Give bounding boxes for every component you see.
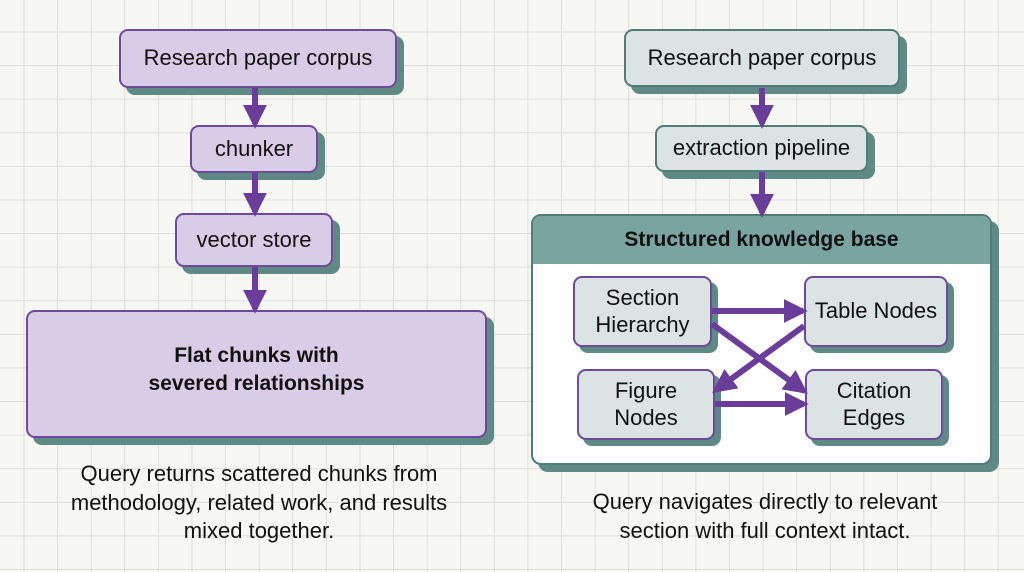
extraction-pipeline-node: extraction pipeline [655,125,868,172]
right-corpus-label: Research paper corpus [647,44,877,70]
right-caption: Query navigates directly to relevant sec… [560,488,970,545]
left-corpus-node: Research paper corpus [119,29,397,88]
left-caption-text: Query returns scattered chunks from meth… [70,461,448,543]
flat-chunks-label: Flat chunks with severed relationships [148,344,365,395]
left-caption: Query returns scattered chunks from meth… [44,460,474,546]
chunker-label: chunker [214,135,294,161]
flat-chunks-node: Flat chunks with severed relationships [26,310,487,438]
arrow-table-to-figure [712,323,806,393]
chunker-node: chunker [190,125,318,173]
section-hierarchy-node: Section Hierarchy [573,276,712,347]
citation-edges-label: Citation Edges [836,378,912,430]
left-corpus-label: Research paper corpus [143,45,373,71]
section-hierarchy-label: Section Hierarchy [595,285,690,337]
table-nodes-label: Table Nodes [814,298,938,324]
right-caption-text: Query navigates directly to relevant sec… [592,489,938,543]
figure-nodes-label: Figure Nodes [614,378,678,430]
right-corpus-node: Research paper corpus [624,29,900,87]
citation-edges-node: Citation Edges [805,369,943,440]
vector-store-node: vector store [175,213,333,267]
knowledge-base-title: Structured knowledge base [624,228,899,251]
knowledge-base-header: Structured knowledge base [533,216,990,264]
extraction-pipeline-label: extraction pipeline [672,135,851,161]
vector-store-label: vector store [196,226,312,252]
figure-nodes-node: Figure Nodes [577,369,715,440]
